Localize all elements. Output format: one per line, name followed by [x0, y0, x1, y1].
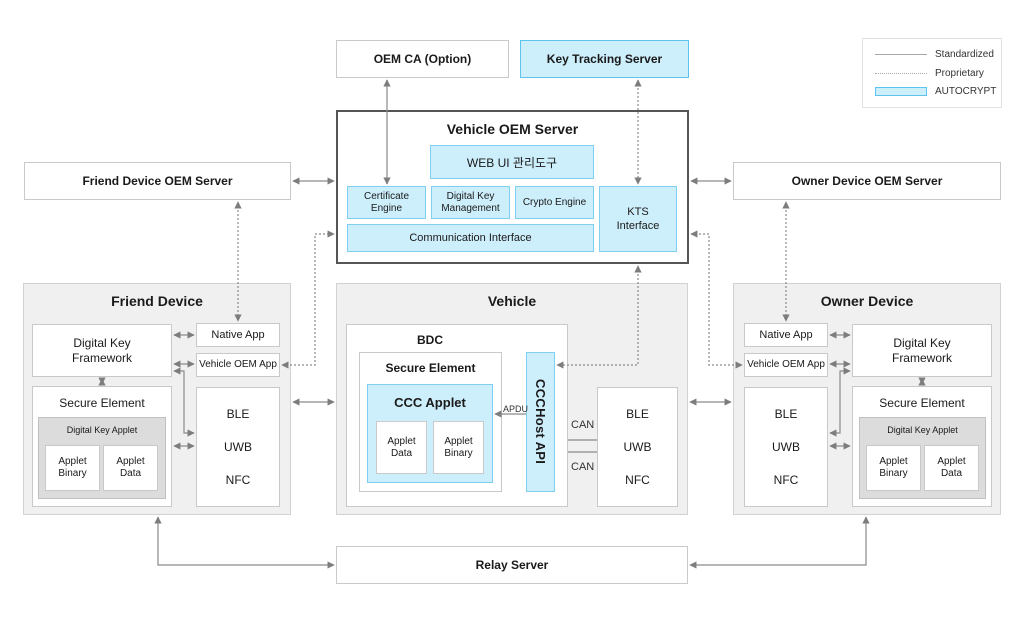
owner-digital-key-applet-title: Digital Key Applet	[887, 425, 958, 435]
ccc-applet-title: CCC Applet	[394, 395, 466, 410]
solid-line-swatch	[875, 54, 927, 55]
can-label-bottom: CAN	[571, 461, 595, 473]
vehicle-oem-server-title: Vehicle OEM Server	[446, 121, 579, 137]
communication-interface-box: Communication Interface	[347, 224, 594, 252]
legend: Standardized Proprietary AUTOCRYPT	[862, 38, 1002, 108]
legend-label: Proprietary	[935, 68, 984, 79]
legend-label: AUTOCRYPT	[935, 86, 997, 97]
friend-applet-binary: Applet Binary	[45, 445, 100, 491]
ble-label: BLE	[774, 407, 798, 422]
friend-vehicle-oem-app: Vehicle OEM App	[196, 353, 280, 377]
friend-digital-key-framework: Digital Key Framework	[32, 324, 172, 377]
crypto-engine-box: Crypto Engine	[515, 186, 594, 219]
vehicle-radios: BLE UWB NFC	[597, 387, 678, 507]
connector-owner-relay	[689, 516, 870, 569]
owner-vehicle-oem-app: Vehicle OEM App	[744, 353, 828, 377]
key-tracking-server-box: Key Tracking Server	[520, 40, 689, 78]
bdc-title: BDC	[417, 333, 443, 347]
owner-secure-element-title: Secure Element	[879, 396, 965, 410]
nfc-label: NFC	[773, 472, 799, 487]
vehicle-title: Vehicle	[487, 293, 537, 309]
owner-digital-key-framework: Digital Key Framework	[852, 324, 992, 377]
oem-ca-box: OEM CA (Option)	[336, 40, 509, 78]
certificate-engine-box: Certificate Engine	[347, 186, 426, 219]
legend-label: Standardized	[935, 49, 994, 60]
friend-device-oem-server-box: Friend Device OEM Server	[24, 162, 291, 200]
owner-applet-data: Applet Data	[924, 445, 979, 491]
ccc-host-api-label: CCCHost API	[533, 379, 548, 465]
ble-label: BLE	[626, 407, 649, 422]
owner-applet-binary: Applet Binary	[866, 445, 921, 491]
vehicle-applet-binary: Applet Binary	[433, 421, 484, 474]
vehicle-applet-data: Applet Data	[376, 421, 427, 474]
kts-interface-box: KTS Interface	[599, 186, 677, 252]
uwb-label: UWB	[772, 439, 800, 454]
legend-standardized: Standardized	[875, 49, 994, 60]
friend-digital-key-applet-title: Digital Key Applet	[66, 425, 138, 435]
uwb-label: UWB	[224, 439, 252, 454]
autocrypt-swatch	[875, 87, 927, 96]
owner-device-title: Owner Device	[820, 293, 914, 309]
ccc-host-api-box: CCCHost API	[526, 352, 555, 492]
relay-server-box: Relay Server	[336, 546, 688, 584]
web-ui-box: WEB UI 관리도구	[430, 145, 594, 179]
vehicle-secure-element-title: Secure Element	[385, 361, 476, 375]
nfc-label: NFC	[225, 472, 251, 487]
friend-device-title: Friend Device	[111, 293, 203, 309]
friend-secure-element-title: Secure Element	[59, 396, 145, 410]
ble-label: BLE	[226, 407, 250, 422]
can-label-top: CAN	[571, 419, 595, 431]
owner-radios: BLE UWB NFC	[744, 387, 828, 507]
owner-native-app: Native App	[744, 323, 828, 347]
apdu-label: APDU	[503, 404, 529, 414]
legend-autocrypt: AUTOCRYPT	[875, 86, 996, 97]
friend-applet-data: Applet Data	[103, 445, 158, 491]
uwb-label: UWB	[623, 439, 652, 454]
owner-device-oem-server-box: Owner Device OEM Server	[733, 162, 1001, 200]
nfc-label: NFC	[625, 472, 650, 487]
digital-key-management-box: Digital Key Management	[431, 186, 510, 219]
friend-native-app: Native App	[196, 323, 280, 347]
connector-friend-relay	[154, 516, 335, 569]
friend-radios: BLE UWB NFC	[196, 387, 280, 507]
dotted-line-swatch	[875, 73, 927, 74]
legend-proprietary: Proprietary	[875, 68, 984, 79]
